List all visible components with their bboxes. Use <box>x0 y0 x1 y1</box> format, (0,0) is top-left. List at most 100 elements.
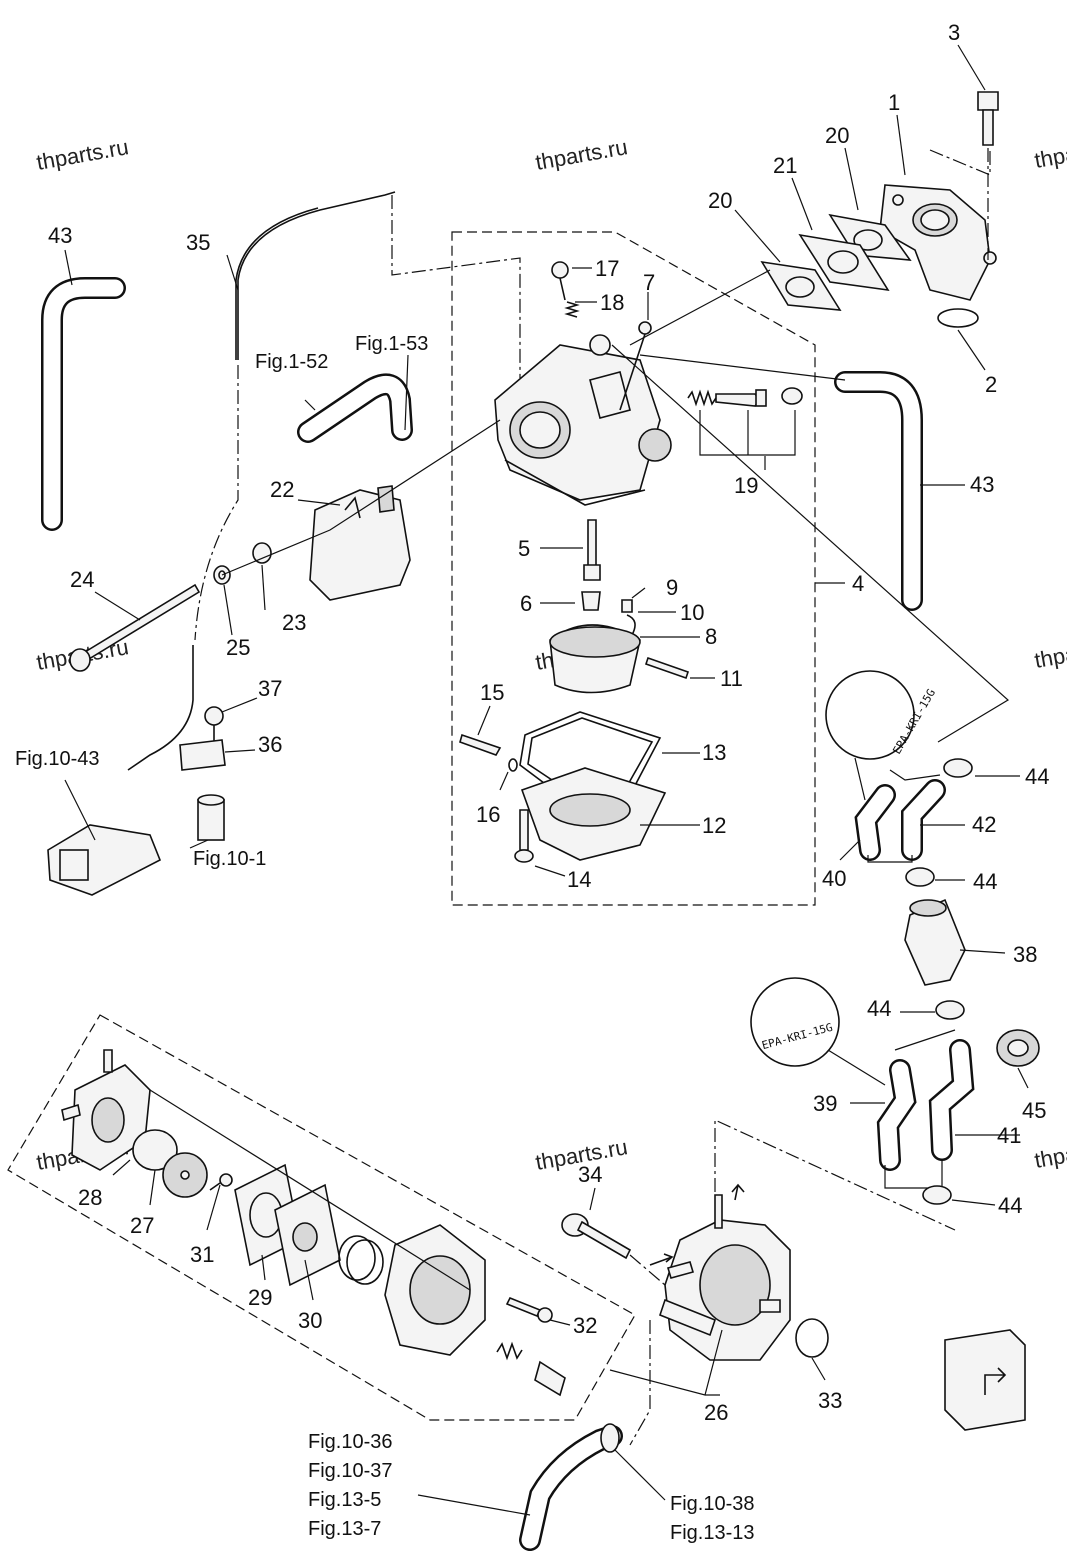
clip-10 <box>626 614 636 636</box>
carburetor-body <box>494 334 672 506</box>
label-35: 35 <box>186 230 210 255</box>
label-44-b: 44 <box>973 869 997 894</box>
label-13: 13 <box>702 740 726 765</box>
needle-valve-9 <box>621 599 633 613</box>
clip-36 <box>179 739 226 771</box>
watermark: thparts.ru <box>1033 132 1067 173</box>
bolt-34 <box>561 1213 632 1260</box>
label-33: 33 <box>818 1388 842 1413</box>
pump-cover <box>384 1224 486 1356</box>
hose-39 <box>876 1059 917 1171</box>
fuel-pump-assembly-box <box>7 1014 636 1421</box>
assembly-axis <box>629 269 846 381</box>
watermark: thparts.ru <box>35 134 131 175</box>
label-26: 26 <box>704 1400 728 1425</box>
label-29: 29 <box>248 1285 272 1310</box>
hose-connector-line <box>611 344 1010 743</box>
label-44-c: 44 <box>867 996 891 1021</box>
watermark: thparts.ru <box>1033 1132 1067 1173</box>
label-44-a: 44 <box>1025 764 1049 789</box>
epa-stamp-upper: EPA-KRI-15G <box>825 670 938 801</box>
label-28: 28 <box>78 1185 102 1210</box>
carburetor-assembly-box <box>451 231 816 906</box>
label-22: 22 <box>270 477 294 502</box>
bracket-fig10-43 <box>47 824 162 896</box>
label-30: 30 <box>298 1308 322 1333</box>
label-15: 15 <box>480 680 504 705</box>
ref-fig1-52: Fig.1-52 <box>255 351 328 373</box>
label-16: 16 <box>476 802 500 827</box>
bottom-hose-axis <box>629 1320 651 1446</box>
epa-stamp-text: EPA-KRI-15G <box>760 1021 834 1052</box>
label-2: 2 <box>985 372 997 397</box>
label-4: 4 <box>852 571 864 596</box>
ref-fig10-38: Fig.10-38 <box>670 1493 755 1515</box>
label-31: 31 <box>190 1242 214 1267</box>
label-14: 14 <box>567 867 591 892</box>
bolt-24 <box>69 583 201 672</box>
label-36: 36 <box>258 732 282 757</box>
valve-27 <box>132 1129 208 1198</box>
seal-45 <box>996 1029 1040 1067</box>
figure-references: Fig.1-52 Fig.1-53 Fig.10-43 Fig.10-1 Fig… <box>15 333 755 1544</box>
silencer-axis <box>221 419 501 576</box>
label-32: 32 <box>573 1313 597 1338</box>
bracket-fig10-1 <box>197 794 225 841</box>
epa-stamp-text: EPA-KRI-15G <box>890 687 938 757</box>
label-17: 17 <box>595 256 619 281</box>
label-11: 11 <box>720 666 743 691</box>
hose-pair-bracket-lower <box>884 1029 956 1189</box>
screw-32 <box>505 1296 553 1323</box>
label-40: 40 <box>822 866 846 891</box>
diaphragm-30 <box>274 1183 341 1287</box>
label-45: 45 <box>1022 1098 1046 1123</box>
hose-40 <box>854 784 896 861</box>
label-3: 3 <box>948 20 960 45</box>
label-42: 42 <box>972 812 996 837</box>
label-1: 1 <box>888 90 900 115</box>
part-labels: 1 2 3 4 5 6 7 8 9 10 11 12 13 14 15 16 1… <box>48 20 1049 1425</box>
ref-fig10-43: Fig.10-43 <box>15 748 100 770</box>
o-ring-2 <box>937 308 979 328</box>
gasket-20-upper <box>828 213 912 261</box>
hose-pair-bracket <box>867 769 941 863</box>
label-41: 41 <box>997 1123 1021 1148</box>
float-chamber-12 <box>520 767 667 861</box>
fuel-filter-38 <box>904 898 966 986</box>
pump-leader-26 <box>609 1329 723 1396</box>
label-43-left: 43 <box>48 223 72 248</box>
label-38: 38 <box>1013 942 1037 967</box>
label-43-right: 43 <box>970 472 994 497</box>
check-valve <box>496 1341 566 1397</box>
gasket-20-lower <box>760 260 842 311</box>
label-27: 27 <box>130 1213 154 1238</box>
insulator-21 <box>798 233 890 292</box>
pilot-screw-19 <box>687 387 803 456</box>
label-34: 34 <box>578 1162 602 1187</box>
label-44-d: 44 <box>998 1193 1022 1218</box>
hose-42 <box>901 779 946 861</box>
label-7: 7 <box>643 270 655 295</box>
label-21: 21 <box>773 153 797 178</box>
watermark: thparts.ru <box>1033 632 1067 673</box>
label-37: 37 <box>258 676 282 701</box>
watermark: thparts.ru <box>534 134 630 175</box>
spring-18 <box>564 301 580 318</box>
label-18: 18 <box>600 290 624 315</box>
screw-37 <box>204 706 224 745</box>
fuel-pump-26 <box>649 1183 791 1361</box>
label-8: 8 <box>705 624 717 649</box>
label-20b: 20 <box>708 188 732 213</box>
hose-clamp-44-c <box>935 1000 965 1020</box>
label-23: 23 <box>282 610 306 635</box>
float-pin-11 <box>644 656 690 680</box>
clamp-fig10-38 <box>600 1423 620 1453</box>
hose-clamp-44-a <box>943 758 973 778</box>
silencer-22 <box>309 485 411 601</box>
label-12: 12 <box>702 813 726 838</box>
collar-23 <box>252 542 272 564</box>
pump-body-28 <box>61 1049 151 1171</box>
intake-manifold-1 <box>879 149 997 301</box>
hose-41 <box>928 1039 975 1161</box>
orientation-icon <box>944 1329 1026 1431</box>
